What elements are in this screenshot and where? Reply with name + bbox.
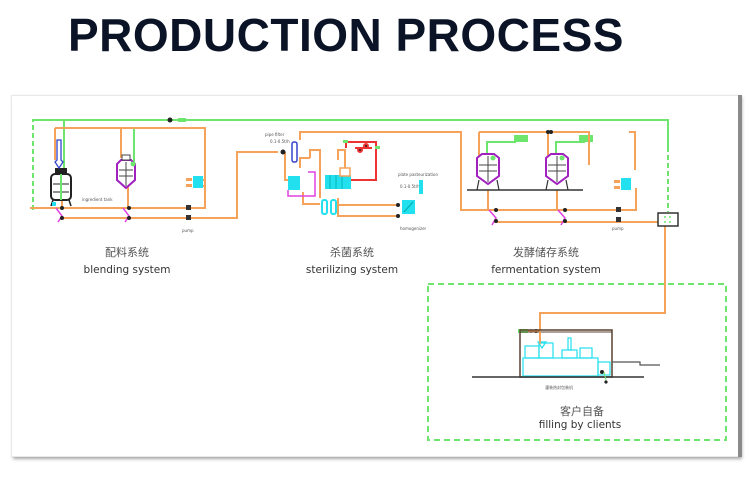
sterilizing-caption-cn: 杀菌系统	[330, 245, 374, 259]
plate-heat-exchanger	[325, 175, 351, 189]
pipe-holding	[337, 149, 346, 172]
pipe-homogenizer-return	[337, 198, 396, 217]
cip-nozzle-2	[579, 135, 593, 142]
blending-valves	[55, 206, 131, 223]
fermentation-tank-2	[545, 153, 569, 191]
blending-caption-cn: 配料系统	[105, 245, 149, 259]
pipe-filter-up	[299, 157, 310, 168]
filling-caption-en: filling by clients	[539, 419, 622, 431]
homogenizer-label: homogenizer	[400, 226, 427, 231]
flowmeter	[419, 180, 423, 194]
homogenizer	[396, 200, 415, 218]
cip-tanks-small	[321, 199, 337, 215]
blending-caption-en: blending system	[84, 264, 171, 276]
cip-nozzle-1	[514, 135, 528, 142]
pump-label-fermentation: pump	[612, 226, 624, 231]
feed-hopper-icon	[54, 139, 64, 170]
fermentation-caption-en: fermentation system	[491, 264, 601, 276]
page-title: PRODUCTION PROCESS	[68, 9, 624, 61]
filling-machine	[472, 329, 660, 384]
ferm-top-loop	[479, 131, 590, 165]
pipe-filter	[280, 141, 298, 163]
blending-pumps	[186, 205, 191, 220]
pipe-to-filling	[539, 226, 666, 342]
filling-caption-cn: 客户自备	[560, 404, 604, 418]
junction-box	[657, 212, 679, 227]
pump-icon	[186, 205, 191, 210]
pump-icon	[616, 217, 621, 222]
ferm-return	[461, 188, 637, 211]
balance-tank	[287, 171, 316, 197]
pipe-balance	[302, 192, 320, 205]
cip-supply-line	[33, 119, 669, 150]
fermentation-pumps	[616, 207, 621, 222]
valve-dot	[167, 117, 173, 123]
blending-heat-exchanger	[186, 176, 203, 188]
plate-pasteurization-sub: 0.1-0.5t/h	[400, 184, 420, 189]
panel-shadow-edge	[738, 95, 742, 457]
cip-return-line-dashed	[32, 119, 669, 212]
hot-water-circuit	[343, 140, 380, 181]
valve-icon	[55, 207, 63, 223]
ferm-right-riser	[629, 131, 636, 170]
sterilizer-to-fermentation	[299, 131, 490, 211]
filling-machine-label: 灌装热封包装机	[545, 384, 573, 390]
pump-icon	[616, 207, 621, 212]
pump-icon	[186, 215, 191, 220]
fermentation-valves	[488, 208, 567, 226]
ingredient-tank	[50, 139, 72, 207]
holding-tube	[339, 167, 351, 177]
valve-icon	[122, 207, 130, 223]
fermentation-caption-cn: 发酵储存系统	[513, 245, 579, 259]
pump-label-blending: pump	[182, 228, 194, 233]
pipe-filter-label: pipe filter	[265, 132, 285, 137]
sterilizing-caption-en: sterilizing system	[306, 264, 398, 276]
valve-icon	[488, 209, 497, 226]
blending-to-sterilizer	[60, 151, 278, 219]
filling-zone-border	[427, 283, 727, 441]
fermentation-heat-exchanger	[614, 178, 631, 190]
mixing-tank	[116, 154, 136, 190]
valve-dot	[546, 130, 550, 134]
cip-fitting	[178, 118, 186, 122]
pipe-to-plate	[309, 149, 321, 198]
plate-pasteurization-label: plate pasteurization	[398, 172, 438, 177]
blending-upper-loop	[30, 127, 206, 209]
ingredient-tank-label: ingredient tank	[82, 197, 113, 202]
valve-icon	[557, 209, 566, 226]
pipe-filter-sub: 0.1-0.5t/h	[270, 139, 290, 144]
fermentation-tank-1	[476, 153, 500, 191]
valve-dot	[549, 130, 553, 134]
